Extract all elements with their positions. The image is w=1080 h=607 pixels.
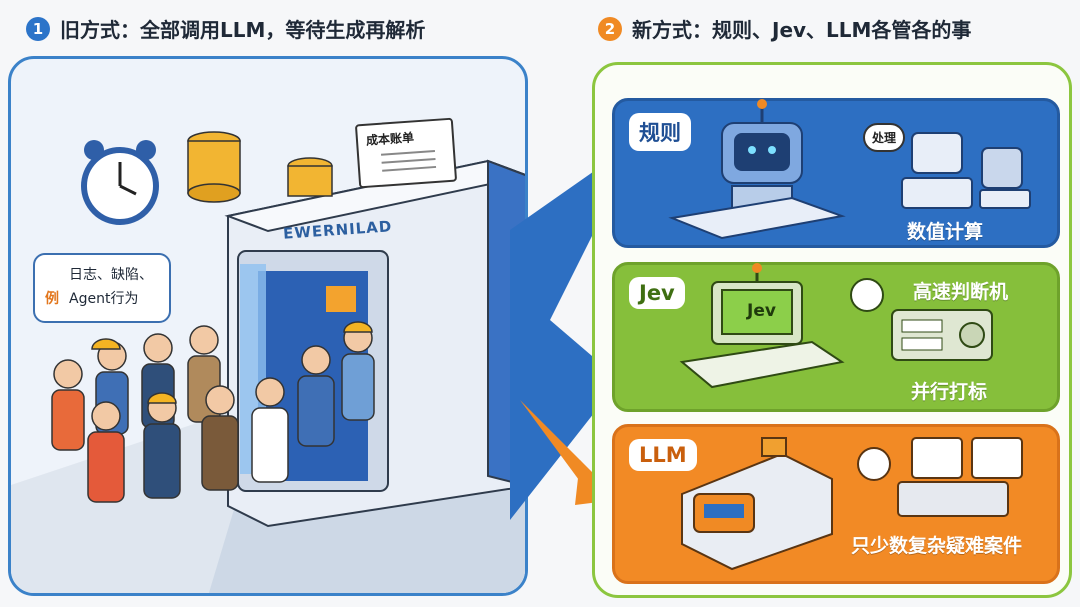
bubble-line-2: Agent行为 <box>69 291 139 307</box>
rule-tag: 规则 <box>629 113 691 151</box>
cost-bill-title: 成本账单 <box>365 130 415 148</box>
example-speech-bubble: 日志、缺陷、 例 Agent行为 <box>33 253 171 323</box>
new-way-title: 新方式：规则、Jev、LLM各管各的事 <box>632 18 972 42</box>
old-way-illustration <box>11 131 525 593</box>
bubble-line-1: 日志、缺陷、 <box>69 267 153 283</box>
step-number-badge: 1 <box>26 16 50 41</box>
rule-caption: 数值计算 <box>907 221 984 243</box>
jev-screen-label: Jev <box>747 301 776 321</box>
jev-illustration <box>679 263 993 389</box>
jev-card: Jev Jev 高速判断机 并行打标 <box>612 262 1060 412</box>
process-bubble: 处理 <box>863 123 906 152</box>
llm-illustration <box>681 437 1023 571</box>
new-way-heading: 2 新方式：规则、Jev、LLM各管各的事 <box>598 14 971 43</box>
old-way-title: 旧方式：全部调用LLM，等待生成再解析 <box>60 18 426 42</box>
cost-bill: 成本账单 <box>354 117 458 189</box>
old-way-heading: 1 旧方式：全部调用LLM，等待生成再解析 <box>26 14 425 43</box>
llm-card: LLM 只少数复杂疑难案件 <box>612 424 1060 584</box>
step-number-badge: 2 <box>598 16 622 41</box>
rule-illustration <box>668 99 1031 240</box>
jev-caption-bottom: 并行打标 <box>911 381 988 403</box>
jev-tag: Jev <box>629 277 685 309</box>
llm-caption: 只少数复杂疑难案件 <box>851 535 1023 557</box>
jev-caption-top: 高速判断机 <box>913 281 1009 303</box>
rule-card: 规则 处理 数值计算 <box>612 98 1060 248</box>
bubble-example-label: 例 <box>45 291 59 307</box>
llm-tag: LLM <box>629 439 697 471</box>
